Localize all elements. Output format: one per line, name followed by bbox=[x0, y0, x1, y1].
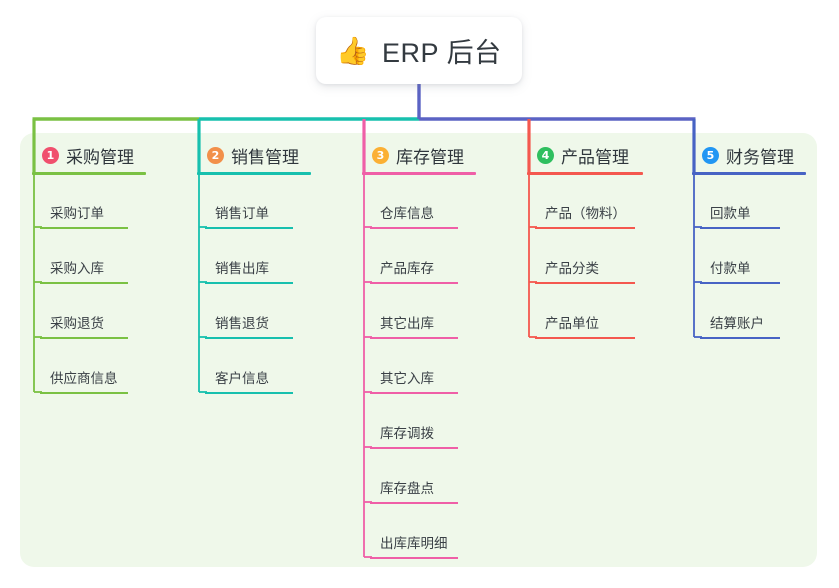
leaf-node[interactable]: 采购订单 bbox=[32, 205, 128, 229]
leaf-underline bbox=[370, 282, 458, 284]
column-title: 财务管理 bbox=[726, 147, 794, 167]
leaf-underline bbox=[535, 227, 635, 229]
leaf-underline bbox=[700, 337, 780, 339]
leaf-underline bbox=[205, 392, 293, 394]
leaf-node[interactable]: 库存盘点 bbox=[362, 480, 458, 504]
leaf-underline bbox=[370, 227, 458, 229]
leaf-node[interactable]: 销售订单 bbox=[197, 205, 293, 229]
leaf-label: 采购退货 bbox=[50, 316, 104, 331]
leaf-label: 销售订单 bbox=[215, 206, 269, 221]
leaf-label: 库存盘点 bbox=[380, 481, 434, 496]
leaf-label: 其它出库 bbox=[380, 316, 434, 331]
column-number-badge: 2 bbox=[207, 146, 224, 164]
column-underline bbox=[527, 172, 643, 175]
column-underline bbox=[362, 172, 476, 175]
leaf-underline bbox=[370, 337, 458, 339]
leaf-underline bbox=[40, 282, 128, 284]
column-header-3[interactable]: 3 库存管理 bbox=[362, 143, 476, 167]
leaf-underline bbox=[370, 392, 458, 394]
leaf-underline bbox=[535, 337, 635, 339]
leaf-underline bbox=[205, 337, 293, 339]
leaf-label: 产品单位 bbox=[545, 316, 599, 331]
column-number-badge: 5 bbox=[702, 146, 719, 164]
column-采购管理: 1 采购管理采购订单采购入库采购退货供应商信息 bbox=[32, 143, 146, 394]
leaf-underline bbox=[40, 337, 128, 339]
leaf-label: 采购订单 bbox=[50, 206, 104, 221]
leaf-label: 产品（物料） bbox=[545, 206, 626, 221]
column-header-5[interactable]: 5 财务管理 bbox=[692, 143, 806, 167]
leaf-underline bbox=[370, 502, 458, 504]
leaf-node[interactable]: 其它出库 bbox=[362, 315, 458, 339]
leaf-label: 仓库信息 bbox=[380, 206, 434, 221]
leaf-label: 产品分类 bbox=[545, 261, 599, 276]
column-产品管理: 4 产品管理产品（物料） 产品分类产品单位 bbox=[527, 143, 643, 339]
leaf-node[interactable]: 结算账户 bbox=[692, 315, 780, 339]
column-header-2[interactable]: 2 销售管理 bbox=[197, 143, 311, 167]
leaf-underline bbox=[370, 557, 458, 559]
leaf-label: 供应商信息 bbox=[50, 371, 118, 386]
column-title: 销售管理 bbox=[231, 147, 299, 167]
leaf-label: 付款单 bbox=[710, 261, 751, 276]
column-underline bbox=[197, 172, 311, 175]
column-underline bbox=[32, 172, 146, 175]
leaf-node[interactable]: 供应商信息 bbox=[32, 370, 128, 394]
leaf-label: 销售退货 bbox=[215, 316, 269, 331]
leaf-label: 产品库存 bbox=[380, 261, 434, 276]
root-node-title: ERP 后台 bbox=[382, 38, 502, 68]
leaf-node[interactable]: 回款单 bbox=[692, 205, 780, 229]
leaf-label: 回款单 bbox=[710, 206, 751, 221]
column-underline bbox=[692, 172, 806, 175]
leaf-node[interactable]: 付款单 bbox=[692, 260, 780, 284]
leaf-label: 结算账户 bbox=[710, 316, 764, 331]
leaf-label: 库存调拨 bbox=[380, 426, 434, 441]
leaf-node[interactable]: 销售出库 bbox=[197, 260, 293, 284]
column-number-badge: 3 bbox=[372, 146, 389, 164]
leaf-label: 销售出库 bbox=[215, 261, 269, 276]
leaf-node[interactable]: 销售退货 bbox=[197, 315, 293, 339]
column-number-badge: 4 bbox=[537, 146, 554, 164]
thumbs-up-icon: 👍 bbox=[336, 36, 371, 67]
column-title: 采购管理 bbox=[66, 147, 134, 167]
leaf-label: 出库库明细 bbox=[380, 536, 448, 551]
leaf-underline bbox=[700, 227, 780, 229]
leaf-underline bbox=[700, 282, 780, 284]
column-header-4[interactable]: 4 产品管理 bbox=[527, 143, 643, 167]
column-财务管理: 5 财务管理回款单付款单结算账户 bbox=[692, 143, 806, 339]
column-number-badge: 1 bbox=[42, 146, 59, 164]
leaf-node[interactable]: 采购退货 bbox=[32, 315, 128, 339]
column-库存管理: 3 库存管理仓库信息产品库存其它出库其它入库库存调拨库存盘点出库库明细 bbox=[362, 143, 476, 559]
leaf-node[interactable]: 客户信息 bbox=[197, 370, 293, 394]
leaf-node[interactable]: 其它入库 bbox=[362, 370, 458, 394]
leaf-node[interactable]: 出库库明细 bbox=[362, 535, 458, 559]
leaf-node[interactable]: 采购入库 bbox=[32, 260, 128, 284]
leaf-underline bbox=[535, 282, 635, 284]
leaf-underline bbox=[40, 227, 128, 229]
leaf-underline bbox=[370, 447, 458, 449]
leaf-underline bbox=[40, 392, 128, 394]
leaf-underline bbox=[205, 227, 293, 229]
column-title: 产品管理 bbox=[561, 147, 629, 167]
content-panel bbox=[20, 133, 817, 567]
leaf-label: 其它入库 bbox=[380, 371, 434, 386]
leaf-underline bbox=[205, 282, 293, 284]
root-node[interactable]: 👍 ERP 后台 bbox=[316, 17, 522, 84]
column-销售管理: 2 销售管理销售订单销售出库销售退货客户信息 bbox=[197, 143, 311, 394]
column-header-1[interactable]: 1 采购管理 bbox=[32, 143, 146, 167]
leaf-node[interactable]: 仓库信息 bbox=[362, 205, 458, 229]
leaf-node[interactable]: 产品库存 bbox=[362, 260, 458, 284]
column-title: 库存管理 bbox=[396, 147, 464, 167]
leaf-node[interactable]: 产品（物料） bbox=[527, 205, 635, 229]
leaf-node[interactable]: 库存调拨 bbox=[362, 425, 458, 449]
leaf-node[interactable]: 产品分类 bbox=[527, 260, 635, 284]
leaf-node[interactable]: 产品单位 bbox=[527, 315, 635, 339]
leaf-label: 客户信息 bbox=[215, 371, 269, 386]
leaf-label: 采购入库 bbox=[50, 261, 104, 276]
